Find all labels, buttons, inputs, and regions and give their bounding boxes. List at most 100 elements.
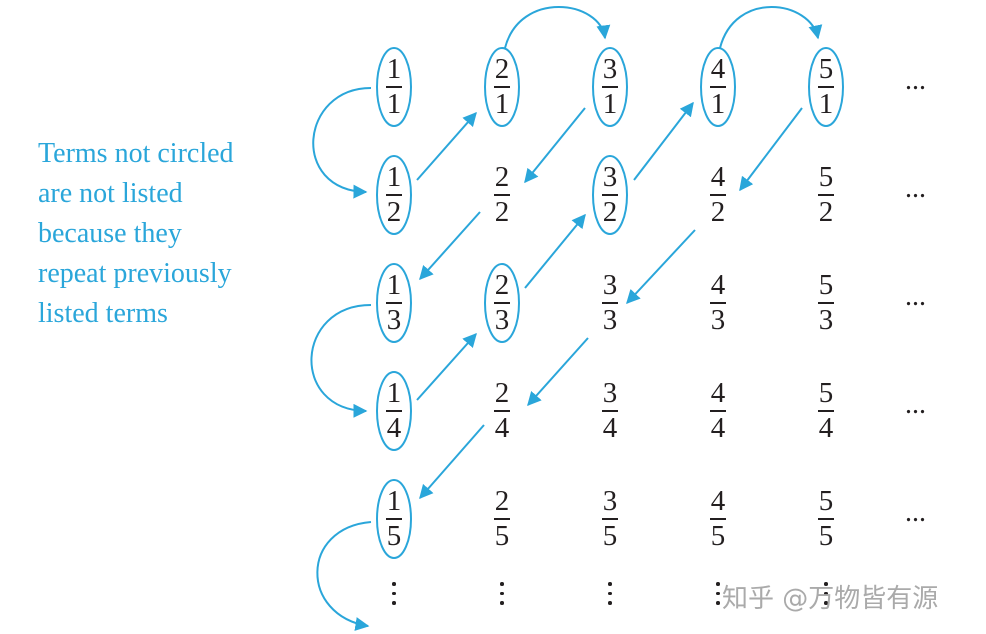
- arrow: [416, 332, 477, 401]
- dot: [716, 582, 720, 586]
- explanatory-note: Terms not circled are not listed because…: [38, 134, 234, 334]
- denominator: 2: [710, 195, 726, 228]
- circle-marker: [592, 47, 628, 127]
- numerator: 4: [710, 377, 726, 409]
- arrow: [419, 211, 481, 281]
- row-continuation: ...: [905, 497, 926, 528]
- numerator: 1: [386, 269, 402, 301]
- denominator: 4: [494, 411, 510, 444]
- fraction-bar: [386, 194, 402, 196]
- denominator: 5: [818, 519, 834, 552]
- numerator: 5: [818, 269, 834, 301]
- denominator: 4: [602, 411, 618, 444]
- denominator: 3: [818, 303, 834, 336]
- denominator: 2: [818, 195, 834, 228]
- note-line: are not listed: [38, 178, 183, 209]
- watermark: 知乎 @万物皆有源: [722, 584, 939, 614]
- denominator: 2: [494, 195, 510, 228]
- dot: [716, 601, 720, 605]
- denominator: 5: [494, 519, 510, 552]
- arrow: [524, 107, 586, 184]
- arrow: [504, 6, 611, 49]
- dot: [608, 582, 612, 586]
- fraction-bar: [602, 302, 618, 304]
- dot: [500, 601, 504, 605]
- circle-marker: [592, 155, 628, 235]
- note-line: because they: [38, 218, 182, 249]
- fraction-bar: [602, 410, 618, 412]
- numerator: 2: [494, 269, 510, 301]
- denominator: 3: [494, 303, 510, 336]
- numerator: 3: [602, 53, 618, 85]
- denominator: 1: [818, 87, 834, 120]
- arrow: [739, 107, 803, 192]
- arrow: [719, 6, 823, 49]
- numerator: 3: [602, 377, 618, 409]
- fraction-bar: [386, 410, 402, 412]
- circle-marker: [484, 47, 520, 127]
- numerator: 5: [818, 161, 834, 193]
- arrow: [310, 304, 372, 418]
- row-continuation: ...: [905, 389, 926, 420]
- circle-marker: [376, 155, 412, 235]
- column-continuation: [497, 582, 507, 611]
- numerator: 1: [386, 53, 402, 85]
- column-continuation: [389, 582, 399, 611]
- row-continuation: ...: [905, 65, 926, 96]
- fraction-bar: [710, 302, 726, 304]
- dot: [500, 582, 504, 586]
- fraction-bar: [386, 86, 402, 88]
- dot: [824, 582, 828, 586]
- denominator: 2: [602, 195, 618, 228]
- numerator: 1: [386, 485, 402, 517]
- numerator: 5: [818, 485, 834, 517]
- circle-marker: [376, 263, 412, 343]
- circle-marker: [376, 479, 412, 559]
- denominator: 3: [710, 303, 726, 336]
- numerator: 4: [710, 269, 726, 301]
- fraction-bar: [818, 194, 834, 196]
- fraction-bar: [602, 518, 618, 520]
- arrow: [626, 229, 696, 305]
- circle-marker: [808, 47, 844, 127]
- denominator: 1: [602, 87, 618, 120]
- numerator: 1: [386, 377, 402, 409]
- circle-marker: [376, 371, 412, 451]
- fraction-bar: [710, 518, 726, 520]
- column-continuation: [605, 582, 615, 611]
- row-continuation: ...: [905, 173, 926, 204]
- denominator: 3: [602, 303, 618, 336]
- fraction-bar: [494, 410, 510, 412]
- dot: [392, 582, 396, 586]
- dot: [824, 601, 828, 605]
- numerator: 1: [386, 161, 402, 193]
- fraction-bar: [494, 86, 510, 88]
- circle-marker: [376, 47, 412, 127]
- fraction-bar: [494, 302, 510, 304]
- denominator: 3: [386, 303, 402, 336]
- fraction-bar: [818, 410, 834, 412]
- fraction-bar: [386, 518, 402, 520]
- fraction-bar: [818, 518, 834, 520]
- arrow: [312, 87, 372, 199]
- circle-marker: [484, 263, 520, 343]
- denominator: 2: [386, 195, 402, 228]
- note-line: repeat previously: [38, 258, 232, 289]
- note-line: Terms not circled: [38, 138, 234, 169]
- denominator: 5: [386, 519, 402, 552]
- row-continuation: ...: [905, 281, 926, 312]
- denominator: 5: [710, 519, 726, 552]
- dot: [824, 591, 828, 596]
